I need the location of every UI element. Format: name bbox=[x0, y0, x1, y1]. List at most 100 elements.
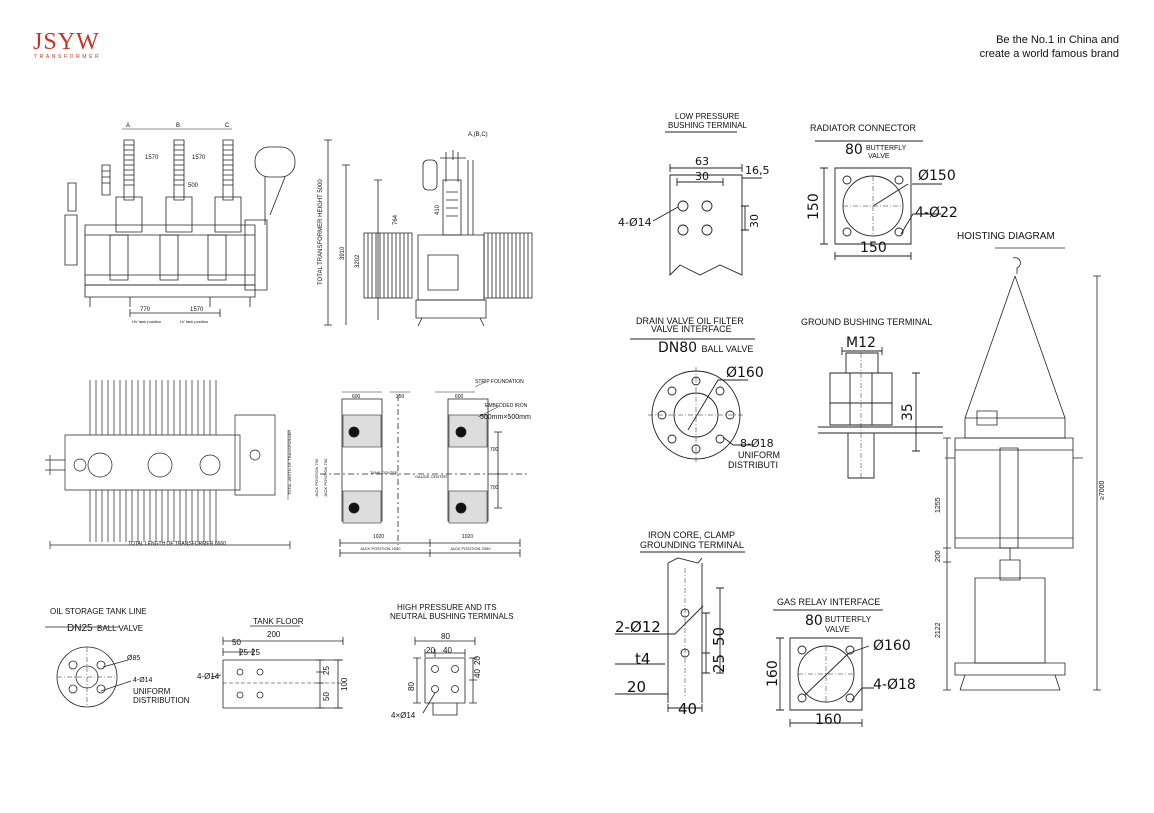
gas-relay-diameter: Ø160 bbox=[873, 638, 911, 654]
iron-core-title-2: GROUNDING TERMINAL bbox=[640, 540, 744, 550]
tank-floor-dim-200: 200 bbox=[267, 630, 281, 639]
hoisting-title: HOISTING DIAGRAM bbox=[957, 231, 1055, 242]
hv-bushings bbox=[102, 140, 241, 232]
tank-floor-title: TANK FLOOR bbox=[253, 617, 304, 626]
drain-valve-diagram: DRAIN VALVE OIL FILTER VALVE INTERFACE D… bbox=[628, 315, 780, 480]
foundation-drawing: STRIP FOUNDATION EMBEDDED IRON 500mm×500… bbox=[310, 377, 540, 562]
radiator-size: 80 bbox=[845, 142, 863, 158]
radiator-holes: 4-Ø22 bbox=[915, 205, 958, 221]
hoisting-dim-1255: 1255 bbox=[935, 497, 942, 513]
iron-core-width-40: 40 bbox=[678, 700, 698, 718]
hp-bushing-diagram: HIGH PRESSURE AND ITS NEUTRAL BUSHING TE… bbox=[385, 603, 514, 723]
drain-diameter: Ø160 bbox=[726, 365, 764, 381]
jack-position-2: JACK POSITION 2050 bbox=[450, 546, 491, 551]
drain-note-1: UNIFORM bbox=[738, 450, 780, 460]
tank-floor-dim-25b: 25 bbox=[251, 648, 260, 657]
side-height-label: TOTAL TRANSFORMER HEIGHT 5000 bbox=[318, 179, 324, 285]
side-view-drawing: A,(B,C) TOTAL TRANSFORMER HEIGHT 5000 39… bbox=[318, 130, 528, 330]
radiator-connector-diagram: RADIATOR CONNECTOR 80 BUTTERFLY VALVE Ø1… bbox=[800, 120, 975, 270]
radiator-valve-1: BUTTERFLY bbox=[866, 145, 907, 152]
foundation-dim-bottom-1: 1020 bbox=[373, 534, 385, 540]
foundation-dim-side-1: 700 bbox=[490, 447, 499, 453]
iron-core-height-50: 50 bbox=[710, 626, 728, 646]
slogan-line-1: Be the No.1 in China and bbox=[996, 34, 1119, 46]
gas-relay-diagram: GAS RELAY INTERFACE 80 BUTTERFLY VALVE Ø… bbox=[765, 595, 940, 735]
gas-relay-width: 160 bbox=[815, 712, 842, 728]
top-view-drawing: TOTAL LENGTH OF TRANSFORMER 6660 TOTAL W… bbox=[40, 375, 300, 555]
front-dim-3: 500 bbox=[188, 183, 199, 189]
oil-storage-diagram: OIL STORAGE TANK LINE DN25 BALL VALVE Ø8… bbox=[45, 605, 195, 715]
iron-core-holes: 2-Ø12 bbox=[615, 618, 661, 636]
tank-floor-dim-25c: 25 bbox=[322, 666, 331, 675]
foundation-dim-top-3: 600 bbox=[455, 394, 464, 400]
radiator-diameter: Ø150 bbox=[918, 168, 956, 184]
lp-holes: 4-Ø14 bbox=[618, 216, 652, 229]
phase-c-label: C bbox=[225, 123, 230, 129]
slogan-line-2: create a world famous brand bbox=[979, 48, 1119, 60]
iron-core-diagram: IRON CORE, CLAMP GROUNDING TERMINAL 2-Ø1… bbox=[610, 528, 750, 718]
tank-floor-dim-50: 50 bbox=[232, 638, 241, 647]
front-dim-1: 1570 bbox=[145, 155, 159, 161]
lp-bushing-title-1: LOW PRESSURE bbox=[675, 112, 740, 121]
foundation-dim-top-1: 600 bbox=[352, 394, 361, 400]
gauge-center-label: GAUGE CENTER bbox=[415, 474, 448, 479]
drain-holes: 8-Ø18 bbox=[740, 437, 774, 450]
tank-floor-dim-50b: 50 bbox=[322, 692, 331, 701]
oil-storage-valve-size: DN25 bbox=[67, 623, 93, 634]
hp-dim-20a: 20 bbox=[426, 646, 435, 655]
ground-bushing-height: 35 bbox=[900, 403, 916, 421]
oil-storage-note-2: DISTRIBUTION bbox=[133, 696, 190, 705]
front-dim-4: 770 bbox=[140, 307, 151, 313]
front-dim-5: 1570 bbox=[190, 307, 204, 313]
oil-storage-valve: DN25 BALL VALVE bbox=[67, 618, 143, 636]
hoisting-dim-2122: 2122 bbox=[935, 622, 942, 638]
gas-relay-valve-2: VALVE bbox=[825, 625, 850, 634]
hp-holes: 4×Ø14 bbox=[391, 711, 416, 720]
oil-storage-title: OIL STORAGE TANK LINE bbox=[50, 607, 147, 616]
front-dim-2: 1570 bbox=[192, 155, 206, 161]
ground-bushing-thread: M12 bbox=[846, 335, 876, 351]
tank-center-label: TANK CENTER bbox=[370, 470, 398, 475]
hp-dim-40b: 40 bbox=[473, 669, 482, 678]
radiator-width: 150 bbox=[860, 240, 887, 256]
hoisting-diagram: HOISTING DIAGRAM ≥7000 1255 200 2122 bbox=[925, 228, 1115, 708]
foundation-dim-side-2: 700 bbox=[490, 485, 499, 491]
tank-floor-holes: 4-Ø14 bbox=[197, 672, 220, 681]
brand-logo: JSYW bbox=[33, 29, 100, 55]
gas-relay-height: 160 bbox=[765, 660, 781, 687]
drain-title-2: VALVE INTERFACE bbox=[651, 324, 732, 334]
gas-relay-size: 80 bbox=[805, 613, 823, 629]
drain-valve: DN80 BALL VALVE bbox=[658, 339, 753, 357]
hp-dim-20b: 20 bbox=[473, 656, 482, 665]
jack-position-1: JACK POSITION 2050 bbox=[360, 546, 401, 551]
gas-relay-holes: 4-Ø18 bbox=[873, 677, 916, 693]
oil-storage-valve-text: BALL VALVE bbox=[97, 624, 144, 633]
brand-logo-subtitle: TRANSFORMER bbox=[34, 54, 102, 60]
strip-foundation-label: STRIP FOUNDATION bbox=[475, 379, 524, 385]
hp-bushing-title-2: NEUTRAL BUSHING TERMINALS bbox=[390, 612, 514, 621]
side-dim-3: 764 bbox=[393, 214, 399, 225]
drain-valve-text: BALL VALVE bbox=[701, 344, 754, 354]
top-width-label: TOTAL WIDTH OF TRANSFORMER bbox=[287, 429, 292, 495]
front-view-drawing: A B C 1570 1570 500 770 1570 HV tank pos… bbox=[40, 115, 310, 330]
iron-core-height-25: 25 bbox=[710, 653, 728, 673]
tank-floor-dim-100: 100 bbox=[340, 677, 349, 691]
radiator-title: RADIATOR CONNECTOR bbox=[810, 123, 917, 133]
hp-dim-80b: 80 bbox=[407, 682, 416, 691]
side-dim-4: 410 bbox=[435, 204, 441, 215]
gas-relay-valve-1: BUTTERFLY bbox=[825, 615, 872, 624]
radiator-height: 150 bbox=[806, 193, 822, 220]
jack-side-label-2: JACK POSITION 700 bbox=[323, 458, 328, 497]
tank-floor-dim-25a: 25 bbox=[239, 648, 248, 657]
phase-a-label: A bbox=[126, 123, 131, 129]
tank-floor-diagram: TANK FLOOR 200 50 25 25 25 50 100 4-Ø14 bbox=[195, 615, 355, 720]
side-dim-1: 3910 bbox=[340, 246, 346, 260]
iron-core-thickness: t4 bbox=[635, 650, 651, 668]
oil-storage-note-1: UNIFORM bbox=[133, 687, 171, 696]
lp-dim-30a: 30 bbox=[695, 170, 709, 183]
gas-relay-title: GAS RELAY INTERFACE bbox=[777, 597, 881, 607]
hp-bushing-title-1: HIGH PRESSURE AND ITS bbox=[397, 603, 497, 612]
phase-b-label: B bbox=[176, 123, 181, 129]
hoisting-dim-total: ≥7000 bbox=[1099, 480, 1106, 500]
oil-storage-holes: 4-Ø14 bbox=[133, 677, 153, 684]
